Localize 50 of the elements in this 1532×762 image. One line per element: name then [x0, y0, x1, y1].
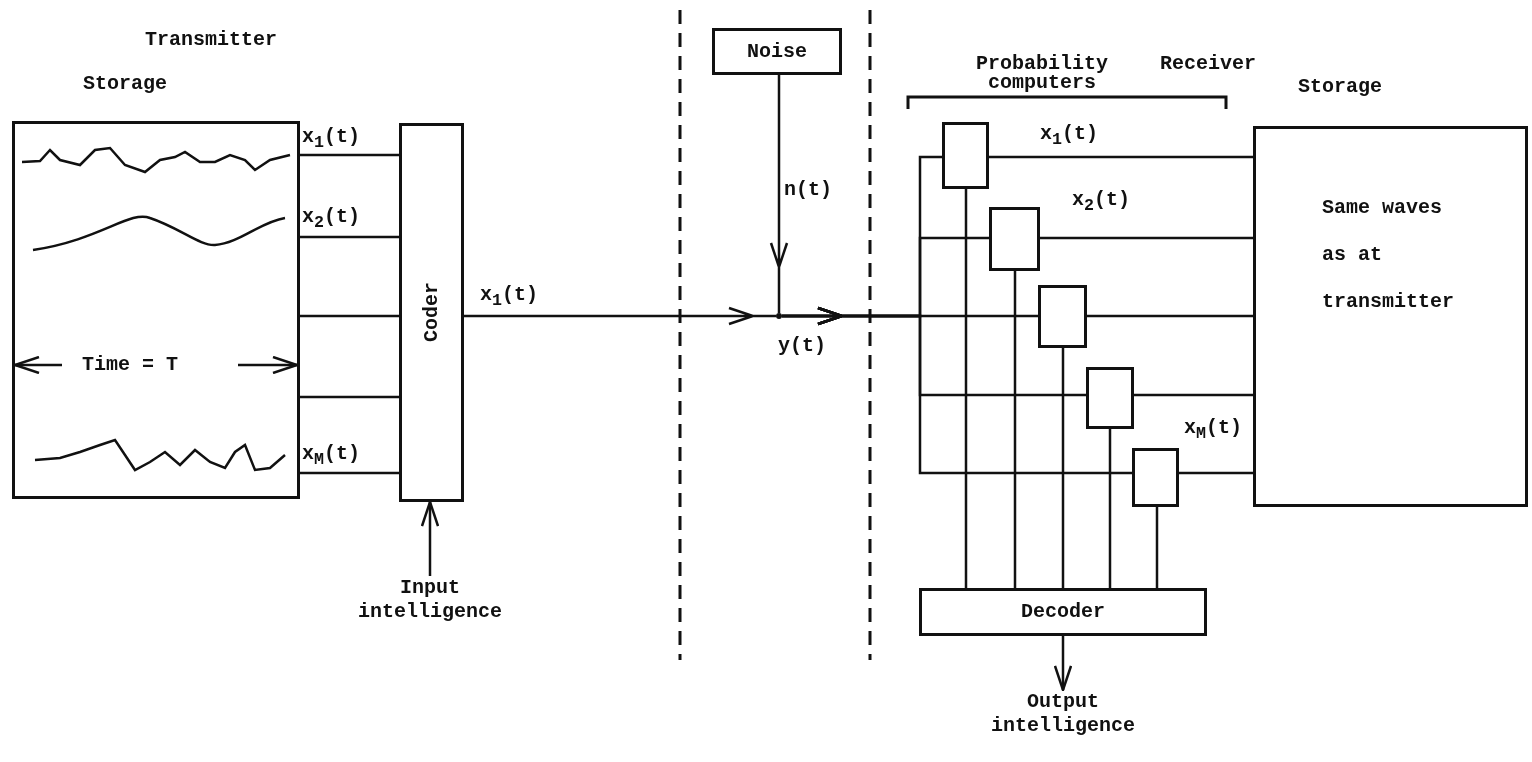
connector-line — [1134, 393, 1253, 397]
connector-line — [1061, 348, 1065, 588]
section-heading: Receiver — [1160, 52, 1256, 76]
box-label: Decoder — [1021, 600, 1105, 624]
coder-box — [399, 123, 464, 502]
connector-line — [1108, 429, 1112, 588]
probability-computer-box — [1086, 367, 1134, 429]
connector-line — [300, 235, 399, 239]
connector-line — [300, 395, 399, 399]
signal-label: x$_{M}$(t) — [1184, 416, 1243, 445]
connector-line — [300, 153, 399, 157]
connector-line — [1013, 271, 1017, 588]
arrow — [769, 73, 789, 315]
arrow — [462, 306, 778, 326]
connector-line — [300, 314, 399, 318]
signal-label: x$_{1}$(t) — [480, 283, 539, 312]
probability-computer-box — [1132, 448, 1179, 507]
connector-line — [1179, 471, 1253, 475]
junction-dot — [776, 313, 782, 319]
signal-label: n(t) — [784, 178, 832, 202]
signal-label: x$_{M}$(t) — [302, 442, 361, 471]
probability-computer-box — [989, 207, 1040, 271]
bracket-label: Probability computers — [976, 54, 1108, 92]
signal-label: x$_{1}$(t) — [1040, 122, 1099, 151]
arrow — [420, 500, 440, 576]
box-text: Same waves as at transmitter — [1322, 195, 1456, 315]
signal-label: x$_{2}$(t) — [1072, 188, 1131, 217]
dimension-label: Time = T — [82, 353, 178, 377]
box-label: Coder — [419, 282, 444, 343]
box-heading: Storage — [83, 72, 167, 96]
box-heading: Storage — [1298, 75, 1382, 99]
signal-label: y(t) — [778, 334, 826, 358]
signal-label: x$_{1}$(t) — [302, 125, 361, 154]
probability-computer-box — [1038, 285, 1087, 348]
section-heading: Transmitter — [145, 28, 278, 52]
arrow — [780, 306, 1134, 475]
probability-computer-box — [942, 122, 989, 189]
arrow — [1053, 636, 1073, 692]
box-label: Noise — [747, 39, 807, 64]
connector-line — [989, 155, 1253, 159]
connector-line — [964, 189, 968, 588]
output-label: Output intelligence — [991, 690, 1135, 738]
noise-box — [712, 28, 842, 75]
connector-line — [300, 471, 399, 475]
connector-line — [1087, 314, 1253, 318]
signal-label: x$_{2}$(t) — [302, 205, 361, 234]
decoder-box — [919, 588, 1207, 636]
connector-line — [1040, 236, 1253, 240]
input-label: Input intelligence — [358, 576, 502, 624]
connector-line — [1155, 507, 1159, 588]
